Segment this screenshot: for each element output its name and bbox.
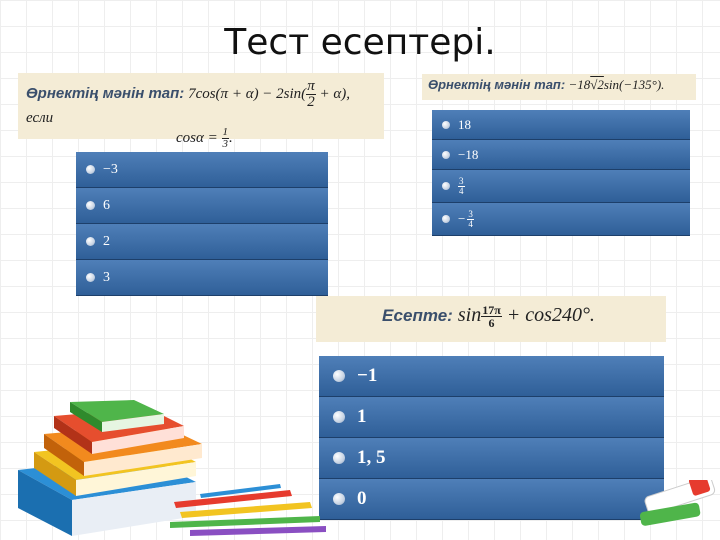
question-1-prompt: Өрнектің мәнін тап: 7cos(π + α) − 2sin(π… bbox=[18, 73, 384, 150]
pencils-icon bbox=[170, 484, 326, 536]
question-3-option-a[interactable]: −1 bbox=[319, 356, 664, 397]
radio-icon bbox=[86, 237, 95, 246]
radio-icon bbox=[86, 165, 95, 174]
question-3-option-d[interactable]: 0 bbox=[319, 479, 664, 520]
question-1-option-b[interactable]: 6 bbox=[76, 188, 328, 224]
question-1-option-c[interactable]: 2 bbox=[76, 224, 328, 260]
radio-icon bbox=[442, 182, 450, 190]
radio-icon bbox=[333, 493, 345, 505]
radio-icon bbox=[442, 150, 450, 159]
question-3-answers: −1 1 1, 5 0 bbox=[319, 356, 664, 520]
radio-icon bbox=[333, 452, 345, 464]
question-2-label: Өрнектің мәнін тап: bbox=[428, 77, 566, 92]
radio-icon bbox=[442, 215, 450, 223]
marker-icon bbox=[639, 480, 716, 526]
question-2-prompt: Өрнектің мәнін тап: −18√2sin(−135°). bbox=[422, 74, 696, 100]
slide-title: Тест есептері. bbox=[224, 22, 496, 63]
question-1-option-a[interactable]: −3 bbox=[76, 152, 328, 188]
question-3-label: Есепте: bbox=[382, 306, 453, 326]
question-2-option-a[interactable]: 18 bbox=[432, 110, 690, 140]
radio-icon bbox=[86, 273, 95, 282]
question-2-expression: −18√2sin(−135°). bbox=[568, 77, 665, 92]
radio-icon bbox=[86, 201, 95, 210]
question-1-answers: −3 6 2 3 bbox=[76, 152, 328, 296]
question-1-option-d[interactable]: 3 bbox=[76, 260, 328, 296]
radio-icon bbox=[333, 370, 345, 382]
question-3-option-b[interactable]: 1 bbox=[319, 397, 664, 438]
books-stack-icon bbox=[18, 400, 202, 536]
question-2-option-b[interactable]: −18 bbox=[432, 140, 690, 170]
question-1-label: Өрнектің мәнін тап: bbox=[26, 84, 185, 102]
radio-icon bbox=[333, 411, 345, 423]
question-3-option-c[interactable]: 1, 5 bbox=[319, 438, 664, 479]
radio-icon bbox=[442, 120, 450, 129]
